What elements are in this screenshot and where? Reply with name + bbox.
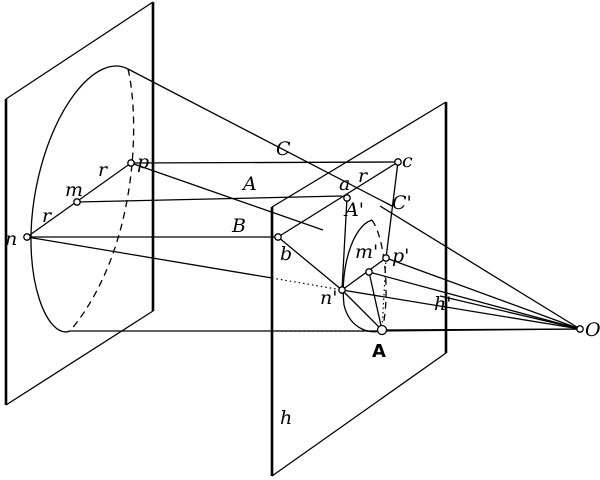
label-O: O (585, 319, 600, 341)
picture-figure (277, 161, 399, 333)
label-B: B (231, 215, 246, 237)
point-A (376, 324, 388, 336)
point-m (73, 198, 81, 206)
point-m-prime (365, 268, 373, 276)
parallel-lines (27, 161, 399, 238)
label-r-right: r (98, 159, 109, 181)
label-n-prime: n' (320, 287, 337, 309)
label-m-prime: m' (355, 241, 378, 263)
label-h-prime: h' (434, 293, 451, 315)
label-c: c (402, 150, 413, 172)
label-C: C (276, 138, 291, 160)
point-n-prime (338, 286, 346, 294)
picture-plane (270, 101, 448, 477)
point-p-prime (382, 254, 390, 262)
point-c (394, 158, 402, 166)
label-p-prime: p' (392, 245, 409, 267)
label-a: a (339, 173, 350, 195)
point-n (23, 233, 31, 241)
object-plane (4, 1, 155, 406)
point-a (343, 194, 351, 202)
point-p (127, 159, 135, 167)
label-r-small: r (358, 165, 369, 187)
points (23, 158, 584, 336)
label-r-left: r (42, 205, 53, 227)
rays-to-O (341, 205, 581, 331)
projection-from-n (26, 236, 343, 291)
label-A-prime: A' (343, 199, 364, 221)
labels: n r m r p C A B a r c A' C' b m' p' n' h… (5, 138, 600, 429)
point-O (576, 325, 584, 333)
base-circle (30, 65, 135, 333)
label-p: p (137, 151, 149, 173)
label-h: h (280, 407, 292, 429)
label-n: n (5, 228, 17, 250)
label-C-prime: C' (392, 192, 412, 214)
label-A: A (241, 173, 257, 195)
label-m: m (65, 179, 83, 201)
label-b: b (280, 243, 292, 265)
label-A-point: A (372, 341, 386, 362)
point-b (274, 233, 282, 241)
